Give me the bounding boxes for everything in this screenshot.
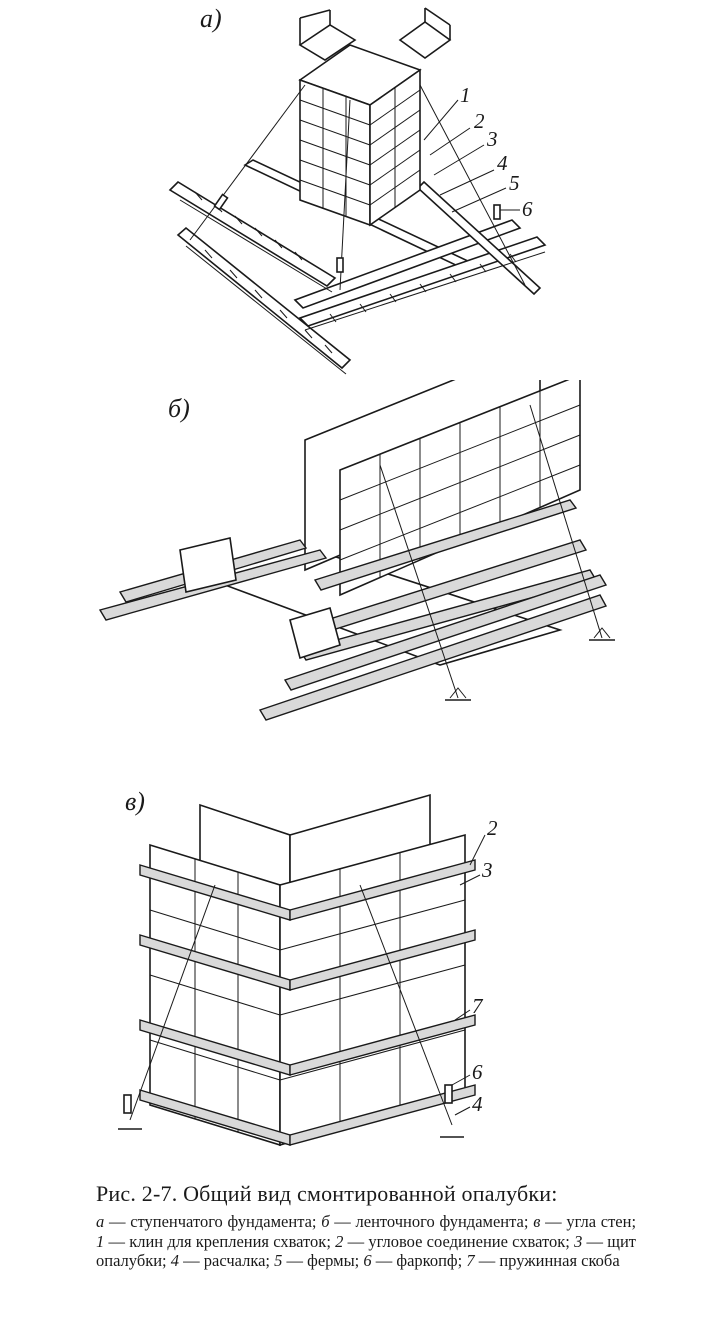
panel-b-label: б) (168, 394, 190, 423)
panel-c-wall-corner: в) (0, 775, 722, 1170)
callout-a-5: 5 (509, 171, 520, 195)
panel-b-strip-foundation: б) (0, 380, 722, 730)
legend-key-7: 7 (466, 1251, 475, 1270)
figure-caption: Рис. 2-7. Общий вид смонтированной опалу… (96, 1180, 636, 1271)
legend-text-7: пружинная скоба (499, 1251, 620, 1270)
callout-a-3: 3 (486, 127, 498, 151)
legend-text-b: ленточного фундамента; (355, 1212, 529, 1231)
legend-key-b: б (321, 1212, 330, 1231)
legend-text-c: угла стен; (566, 1212, 637, 1231)
caption-title: Рис. 2-7. Общий вид смонтированной опалу… (96, 1181, 558, 1206)
legend-key-6: 6 (363, 1251, 372, 1270)
callout-c-7: 7 (472, 994, 484, 1018)
legend-key-3: 3 (574, 1231, 583, 1251)
legend-text-1: клин для крепления схваток; (129, 1231, 331, 1251)
guy-wires (379, 404, 615, 701)
strip-foundation-formwork-drawing (98, 380, 615, 721)
panel-grid (339, 391, 581, 578)
callout-a-1: 1 (460, 83, 471, 107)
walers (139, 859, 476, 1146)
panel-grid (149, 853, 466, 1132)
legend-key-1: 1 (96, 1231, 105, 1251)
legend-text-4: расчалка; (203, 1251, 271, 1270)
callout-c-3: 3 (481, 858, 493, 882)
legend-key-5: 5 (274, 1251, 283, 1270)
walers (98, 499, 608, 721)
legend-key-2: 2 (335, 1231, 344, 1251)
callout-a-6: 6 (522, 197, 533, 221)
legend-text-3: щит опалубки; (96, 1231, 637, 1271)
legend-key-4: 4 (170, 1251, 180, 1270)
guy-wires (189, 84, 526, 291)
panel-a-stepped-foundation: а) (0, 0, 722, 380)
legend-key-a: а (96, 1212, 105, 1231)
callout-a-2: 2 (474, 109, 485, 133)
callout-a-4: 4 (497, 151, 508, 175)
panel-c-label: в) (125, 787, 145, 816)
callout-c-2: 2 (487, 816, 498, 840)
column-formwork-box (298, 7, 452, 227)
callout-c-4: 4 (472, 1092, 483, 1116)
legend-text-a: ступенчатого фундамента; (130, 1212, 317, 1231)
legend-text-5: фермы; (307, 1251, 360, 1270)
wall-corner-formwork-drawing: 2 3 7 6 4 (118, 793, 498, 1147)
legend-key-c: в (533, 1212, 541, 1231)
stepped-foundation-formwork-drawing: 1 2 3 4 5 6 (168, 7, 547, 375)
guy-wires (118, 884, 464, 1138)
legend-text-2: угловое соединение схваток; (368, 1231, 570, 1251)
caption-legend: а — ступенчатого фундамента; б — ленточн… (96, 1212, 637, 1271)
callout-leaders (423, 99, 520, 213)
panel-a-label: а) (200, 4, 222, 33)
callout-leaders (451, 834, 486, 1116)
callout-c-6: 6 (472, 1060, 483, 1084)
legend-text-6: фаркопф; (396, 1251, 463, 1270)
